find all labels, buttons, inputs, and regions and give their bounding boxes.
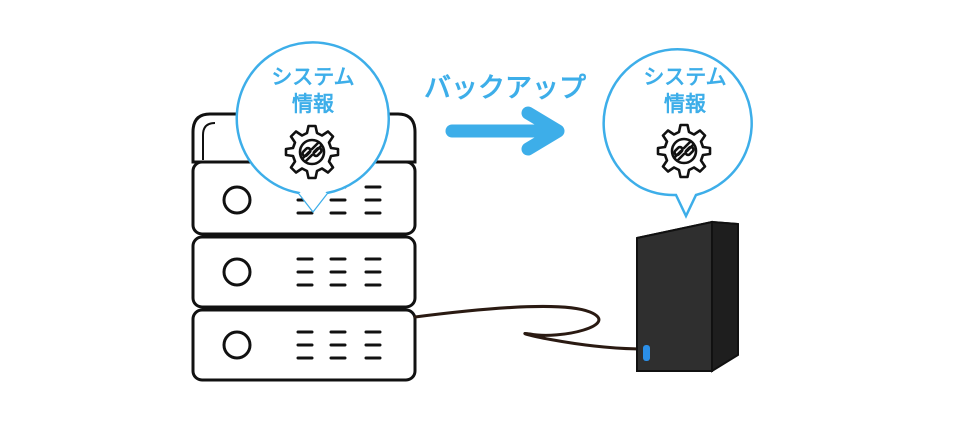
hdd-status-led [643, 345, 650, 361]
destination-bubble-line2: 情報 [664, 92, 707, 116]
destination-speech-bubble: システム 情報 [602, 48, 753, 219]
external-hard-drive [636, 220, 739, 373]
backup-label: バックアップ [424, 73, 587, 104]
source-bubble-line1: システム [271, 65, 354, 89]
gear-icon [656, 123, 712, 179]
server-unit-2 [191, 235, 417, 309]
destination-bubble-line1: システム [643, 65, 726, 89]
source-speech-bubble: システム 情報 [235, 41, 390, 214]
source-bubble-line2: 情報 [292, 92, 335, 116]
connection-cable [413, 304, 642, 351]
gear-icon [284, 124, 340, 180]
server-unit-3 [191, 308, 417, 382]
backup-arrow: バックアップ [424, 73, 587, 156]
